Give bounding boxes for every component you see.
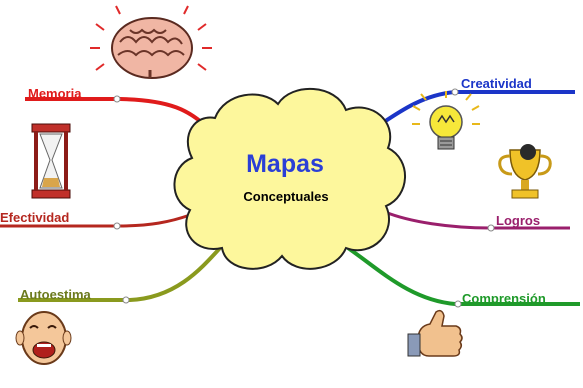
branch-label-memoria: Memoria [28, 86, 82, 101]
central-title: Mapas [246, 150, 324, 178]
branch-node-efectividad [113, 222, 121, 230]
thumbs-up-icon [407, 309, 463, 357]
branch-line-comprension [346, 246, 580, 306]
trophy-icon [498, 144, 552, 199]
branch-label-logros: Logros [496, 213, 541, 228]
branch-label-creatividad: Creatividad [461, 76, 532, 91]
branch-node-logros [487, 224, 495, 232]
branch-label-comprension: Comprensión [462, 291, 546, 306]
branch-node-autoestima [122, 296, 130, 304]
branch-node-creatividad [451, 88, 459, 96]
branch-node-memoria [113, 95, 121, 103]
branch-line-logros [384, 210, 570, 230]
branch-label-autoestima: Autoestima [20, 287, 91, 302]
branch-node-comprension [454, 300, 462, 308]
branch-line-autoestima [18, 246, 222, 302]
central-subtitle: Conceptuales [243, 189, 329, 204]
brain-icon [90, 5, 212, 79]
branch-label-efectividad: Efectividad [0, 210, 70, 225]
lightbulb-icon [412, 91, 480, 150]
laughing-face-icon [15, 311, 72, 365]
hourglass-icon [31, 123, 71, 199]
central-cloud [173, 88, 406, 270]
